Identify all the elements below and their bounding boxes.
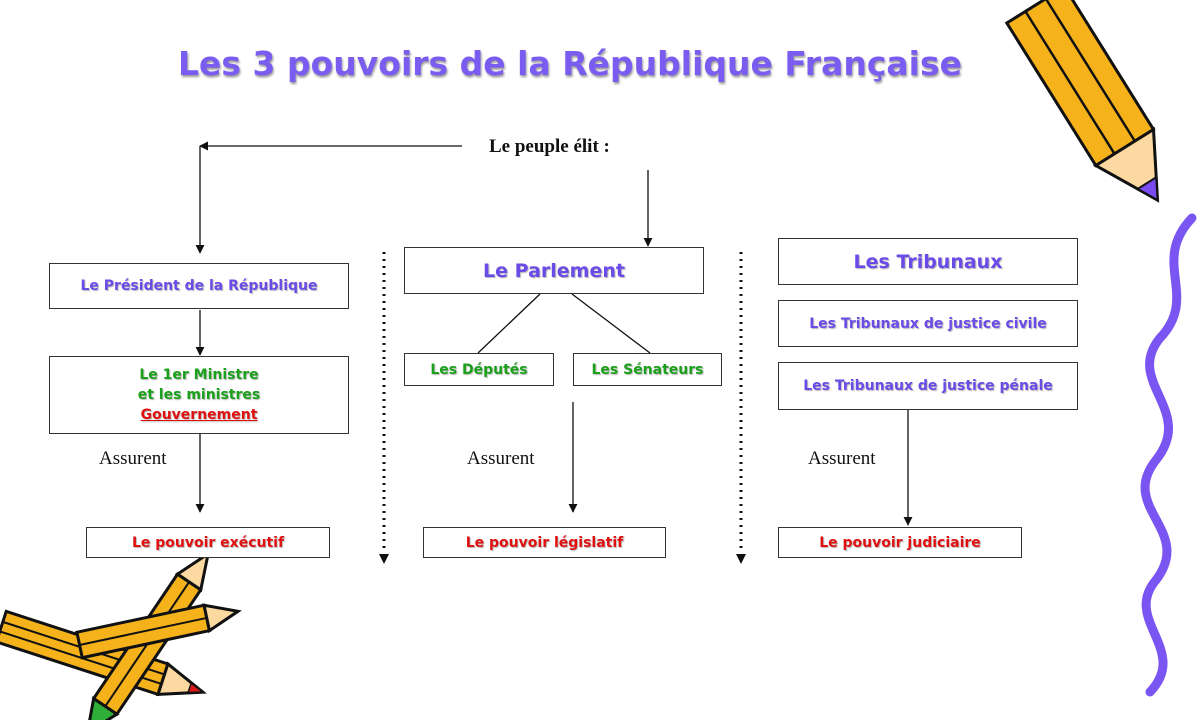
assurent-label-executive: Assurent (99, 448, 167, 469)
deputies-box: Les Députés (404, 353, 554, 386)
senators-box: Les Sénateurs (573, 353, 722, 386)
squiggle-line (1140, 213, 1197, 697)
minister-line-1: Le 1er Ministre (139, 367, 259, 383)
executive-power-box: Le pouvoir exécutif (86, 527, 330, 558)
parliament-label: Le Parlement (483, 259, 625, 282)
separator-right (736, 252, 746, 564)
parliament-box: Le Parlement (404, 247, 704, 294)
pencil-icon (1004, 0, 1160, 203)
president-box: Le Président de la République (49, 263, 349, 309)
courts-box: Les Tribunaux (778, 238, 1078, 285)
legislative-power-box: Le pouvoir législatif (423, 527, 666, 558)
minister-line-2: et les ministres (137, 387, 261, 403)
courts-label: Les Tribunaux (853, 250, 1003, 273)
legislative-power-label: Le pouvoir législatif (465, 534, 624, 551)
penal-courts-label: Les Tribunaux de justice pénale (803, 378, 1053, 394)
line-parliament-to-deputies (477, 293, 541, 354)
line-parliament-to-senators (571, 293, 651, 354)
deputies-label: Les Députés (430, 361, 528, 378)
judicial-power-box: Le pouvoir judiciaire (778, 527, 1022, 558)
senators-label: Les Sénateurs (591, 361, 704, 378)
assurent-label-legislative: Assurent (467, 448, 535, 469)
penal-courts-box: Les Tribunaux de justice pénale (778, 362, 1078, 410)
separator-left (379, 252, 389, 564)
assurent-label-judicial: Assurent (808, 448, 876, 469)
civil-courts-label: Les Tribunaux de justice civile (809, 315, 1047, 332)
government-box: Le 1er Ministre et les ministres Gouvern… (49, 356, 349, 434)
people-label: Le peuple élit : (489, 136, 610, 157)
judicial-power-label: Le pouvoir judiciaire (819, 534, 981, 551)
page-title: Les 3 pouvoirs de la République Français… (177, 44, 962, 83)
president-label: Le Président de la République (80, 278, 318, 294)
civil-courts-box: Les Tribunaux de justice civile (778, 300, 1078, 347)
arrow-people-to-president (195, 141, 462, 254)
pencil-icon (75, 603, 242, 660)
executive-power-label: Le pouvoir exécutif (131, 534, 285, 551)
government-label: Gouvernement (140, 407, 258, 423)
